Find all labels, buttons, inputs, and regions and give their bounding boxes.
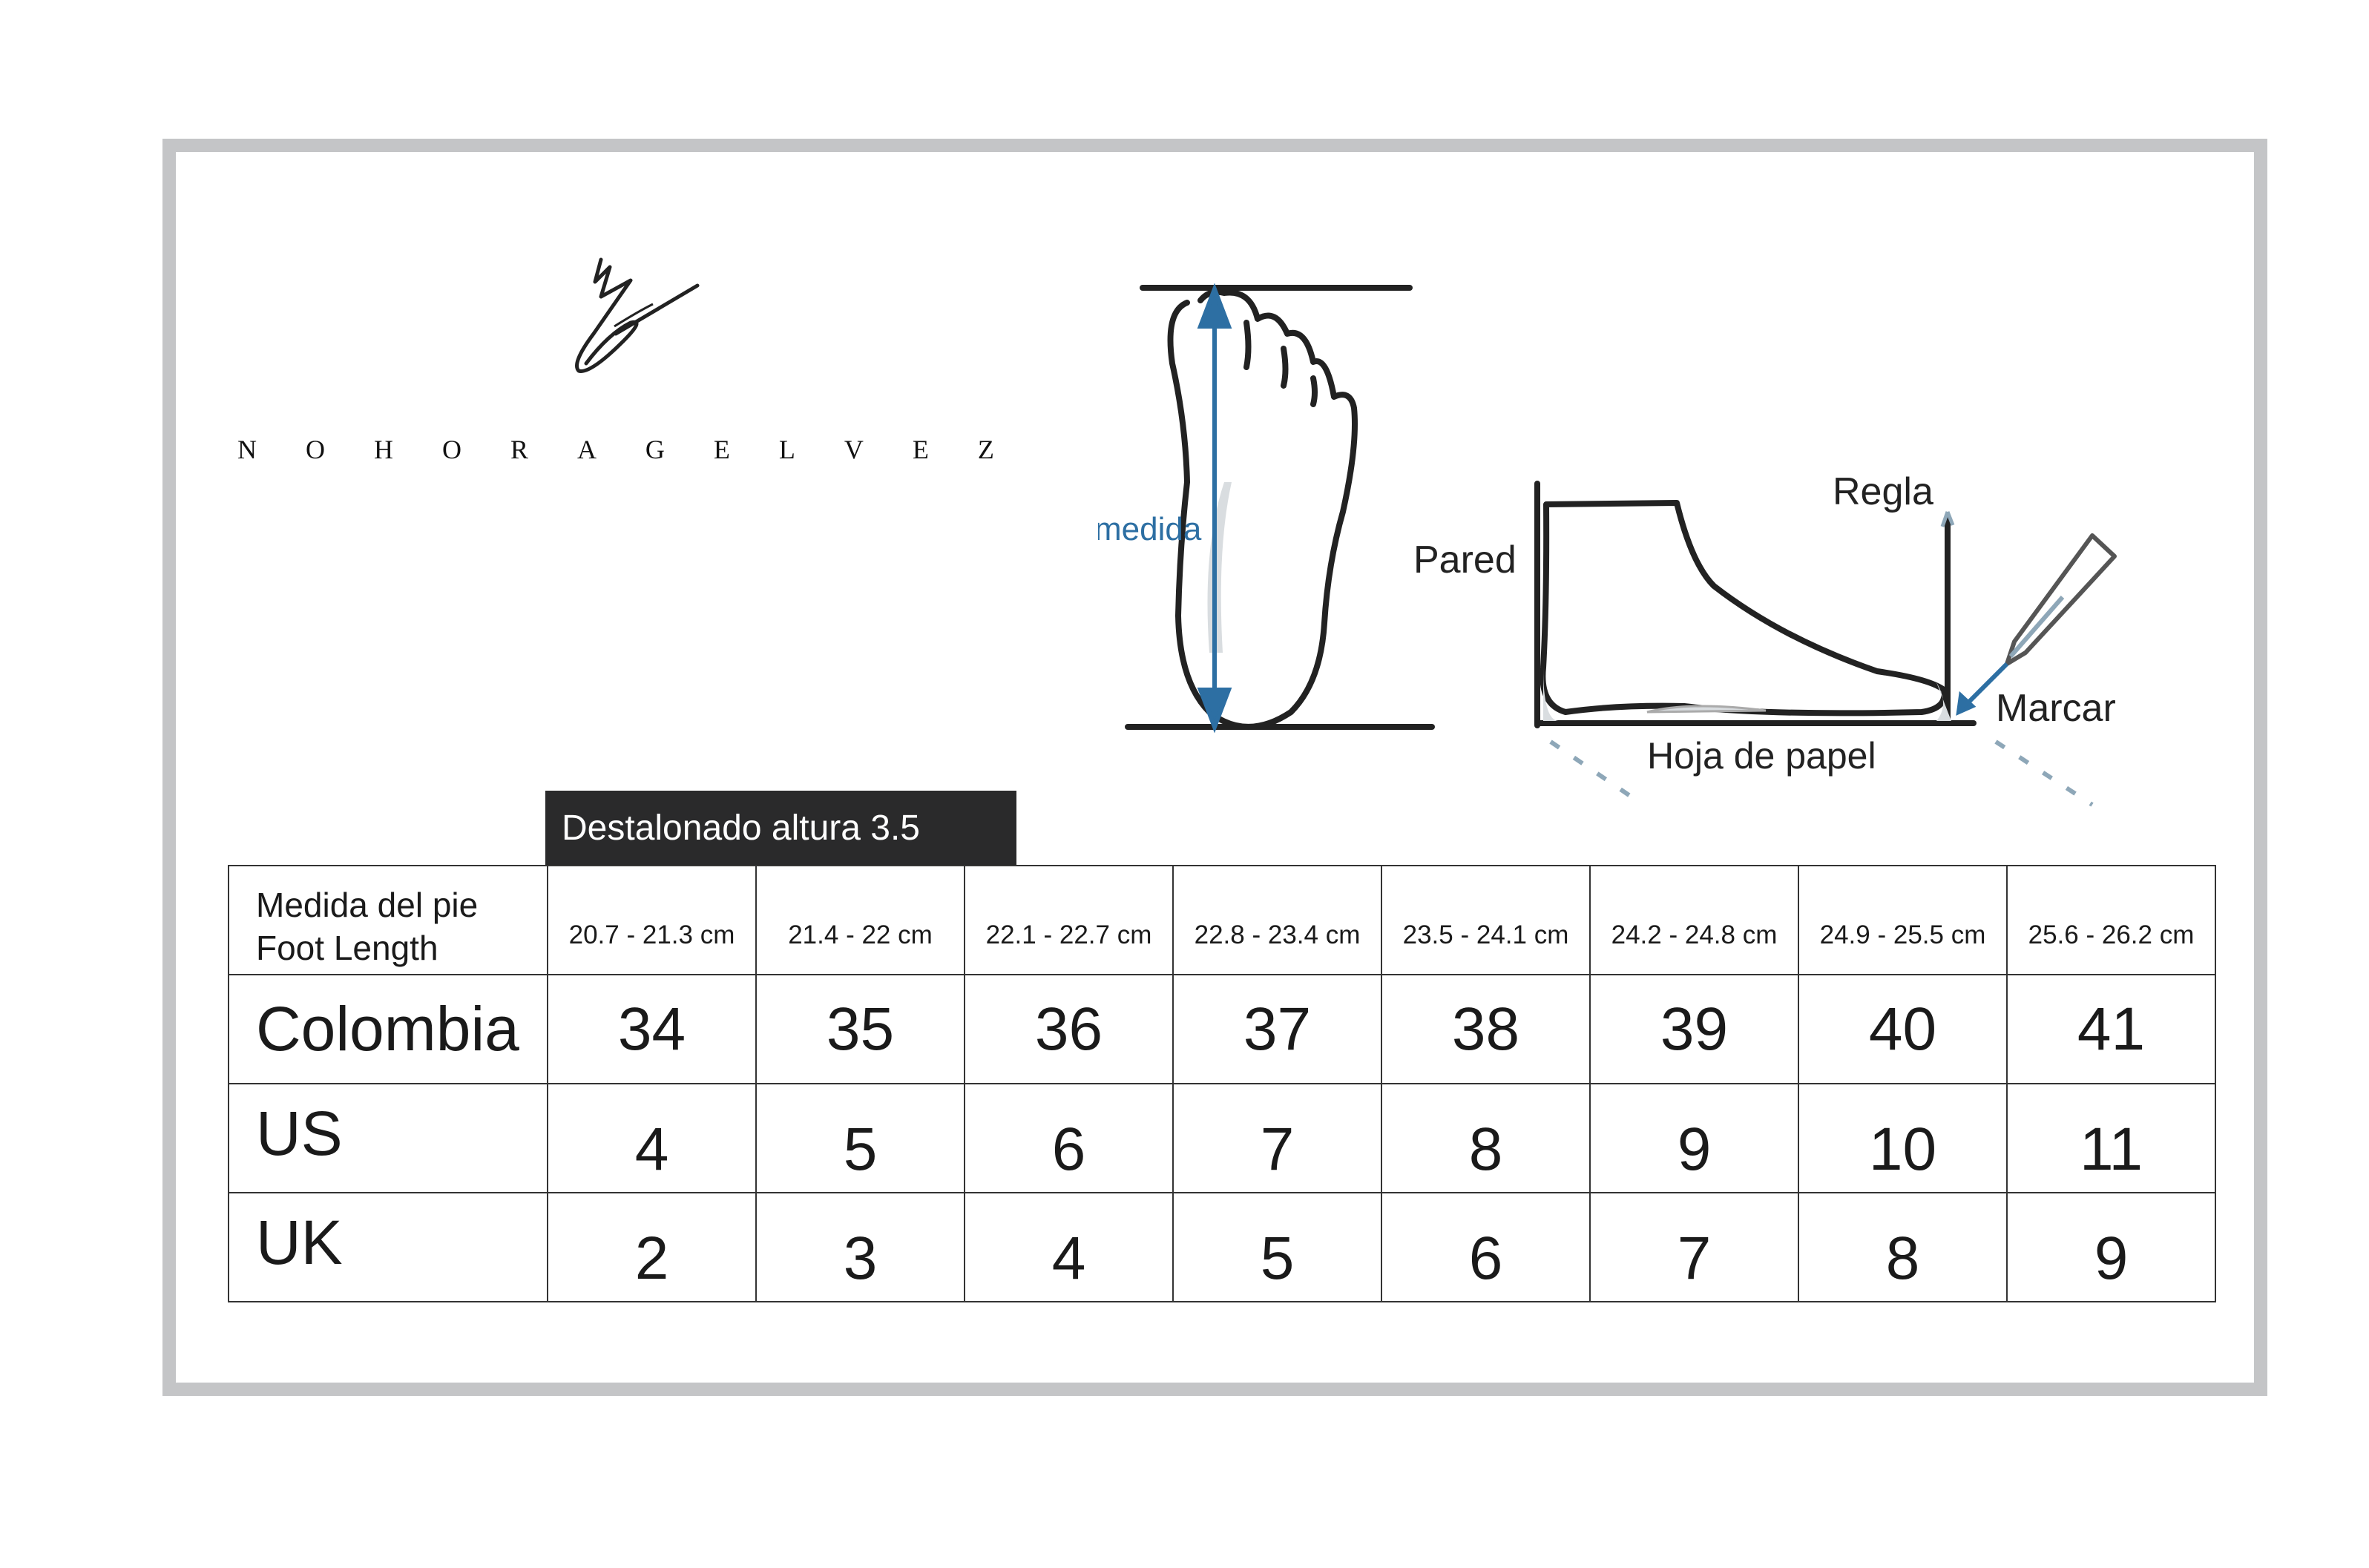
size-cell: 4: [547, 1083, 757, 1193]
range-cell: 22.1 - 22.7 cm: [964, 865, 1174, 975]
pencil-line-icon: [1956, 662, 2009, 716]
country-label: US: [228, 1083, 548, 1193]
measure-arrow-icon: [1197, 283, 1232, 734]
header-label-line1: Medida del pie: [256, 885, 479, 924]
size-cell: 2: [547, 1192, 757, 1302]
brand-letter: N: [237, 435, 257, 464]
table-row-colombia: Colombia 34 35 36 37 38 39 40 41: [228, 974, 2216, 1084]
brand-letter: V: [844, 435, 864, 464]
size-cell: 7: [1172, 1083, 1382, 1193]
range-cell: 22.8 - 23.4 cm: [1172, 865, 1382, 975]
size-cell: 3: [755, 1192, 965, 1302]
brand-letter: L: [778, 435, 795, 464]
foot-side-view-icon: [1534, 481, 1977, 728]
range-cell: 24.9 - 25.5 cm: [1798, 865, 2008, 975]
size-cell: 37: [1172, 974, 1382, 1084]
range-cell: 20.7 - 21.3 cm: [547, 865, 757, 975]
table-row-us: US 4 5 6 7 8 9 10 11: [228, 1083, 2216, 1193]
brand-letter: G: [645, 435, 665, 464]
paper-label: Hoja de papel: [1647, 735, 1876, 777]
size-cell: 6: [964, 1083, 1174, 1193]
foot-top-view-icon: [1125, 285, 1435, 730]
size-cell: 35: [755, 974, 965, 1084]
size-cell: 41: [2006, 974, 2216, 1084]
paper-guide-lines: [1549, 739, 2094, 807]
size-cell: 5: [1172, 1192, 1382, 1302]
size-cell: 40: [1798, 974, 2008, 1084]
wall-label: Pared: [1413, 538, 1517, 582]
range-cell: 24.2 - 24.8 cm: [1589, 865, 1799, 975]
header-row: Medida del pie Foot Length 20.7 - 21.3 c…: [228, 865, 2216, 975]
brand-letter: E: [912, 435, 929, 464]
size-chart-table: Medida del pie Foot Length 20.7 - 21.3 c…: [228, 865, 2216, 1302]
pencil-icon: [2005, 533, 2117, 666]
size-cell: 10: [1798, 1083, 2008, 1193]
mark-label: Marcar: [1996, 687, 2116, 730]
brand-letter: O: [305, 435, 325, 464]
range-cell: 21.4 - 22 cm: [755, 865, 965, 975]
size-cell: 9: [1589, 1083, 1799, 1193]
brand-letter: Z: [977, 435, 994, 464]
size-cell: 11: [2006, 1083, 2216, 1193]
size-cell: 8: [1798, 1192, 2008, 1302]
brand-logo-icon: [575, 257, 700, 373]
measurement-illustration: medida Pared Regla Marcar Hoja de papel: [1098, 283, 2117, 807]
brand-letter: O: [441, 435, 461, 464]
size-cell: 34: [547, 974, 757, 1084]
size-cell: 7: [1589, 1192, 1799, 1302]
size-cell: 6: [1381, 1192, 1591, 1302]
measure-label: medida: [1098, 511, 1202, 547]
brand-name: N O H O R A G E L V E Z: [237, 434, 994, 465]
brand-letter: R: [510, 435, 528, 464]
country-label: Colombia: [228, 974, 548, 1084]
size-cell: 4: [964, 1192, 1174, 1302]
foot-length-header: Medida del pie Foot Length: [228, 865, 548, 975]
ruler-label: Regla: [1833, 470, 1933, 513]
size-cell: 5: [755, 1083, 965, 1193]
header-label-line2: Foot Length: [256, 928, 438, 967]
brand-letter: E: [713, 435, 730, 464]
size-cell: 36: [964, 974, 1174, 1084]
range-cell: 23.5 - 24.1 cm: [1381, 865, 1591, 975]
size-cell: 9: [2006, 1192, 2216, 1302]
size-cell: 38: [1381, 974, 1591, 1084]
brand-letter: A: [576, 435, 597, 464]
size-cell: 39: [1589, 974, 1799, 1084]
size-cell: 8: [1381, 1083, 1591, 1193]
table-tab-title: Destalonado altura 3.5: [545, 791, 1016, 865]
range-cell: 25.6 - 26.2 cm: [2006, 865, 2216, 975]
country-label: UK: [228, 1192, 548, 1302]
table-row-uk: UK 2 3 4 5 6 7 8 9: [228, 1192, 2216, 1302]
brand-letter: H: [373, 435, 393, 464]
